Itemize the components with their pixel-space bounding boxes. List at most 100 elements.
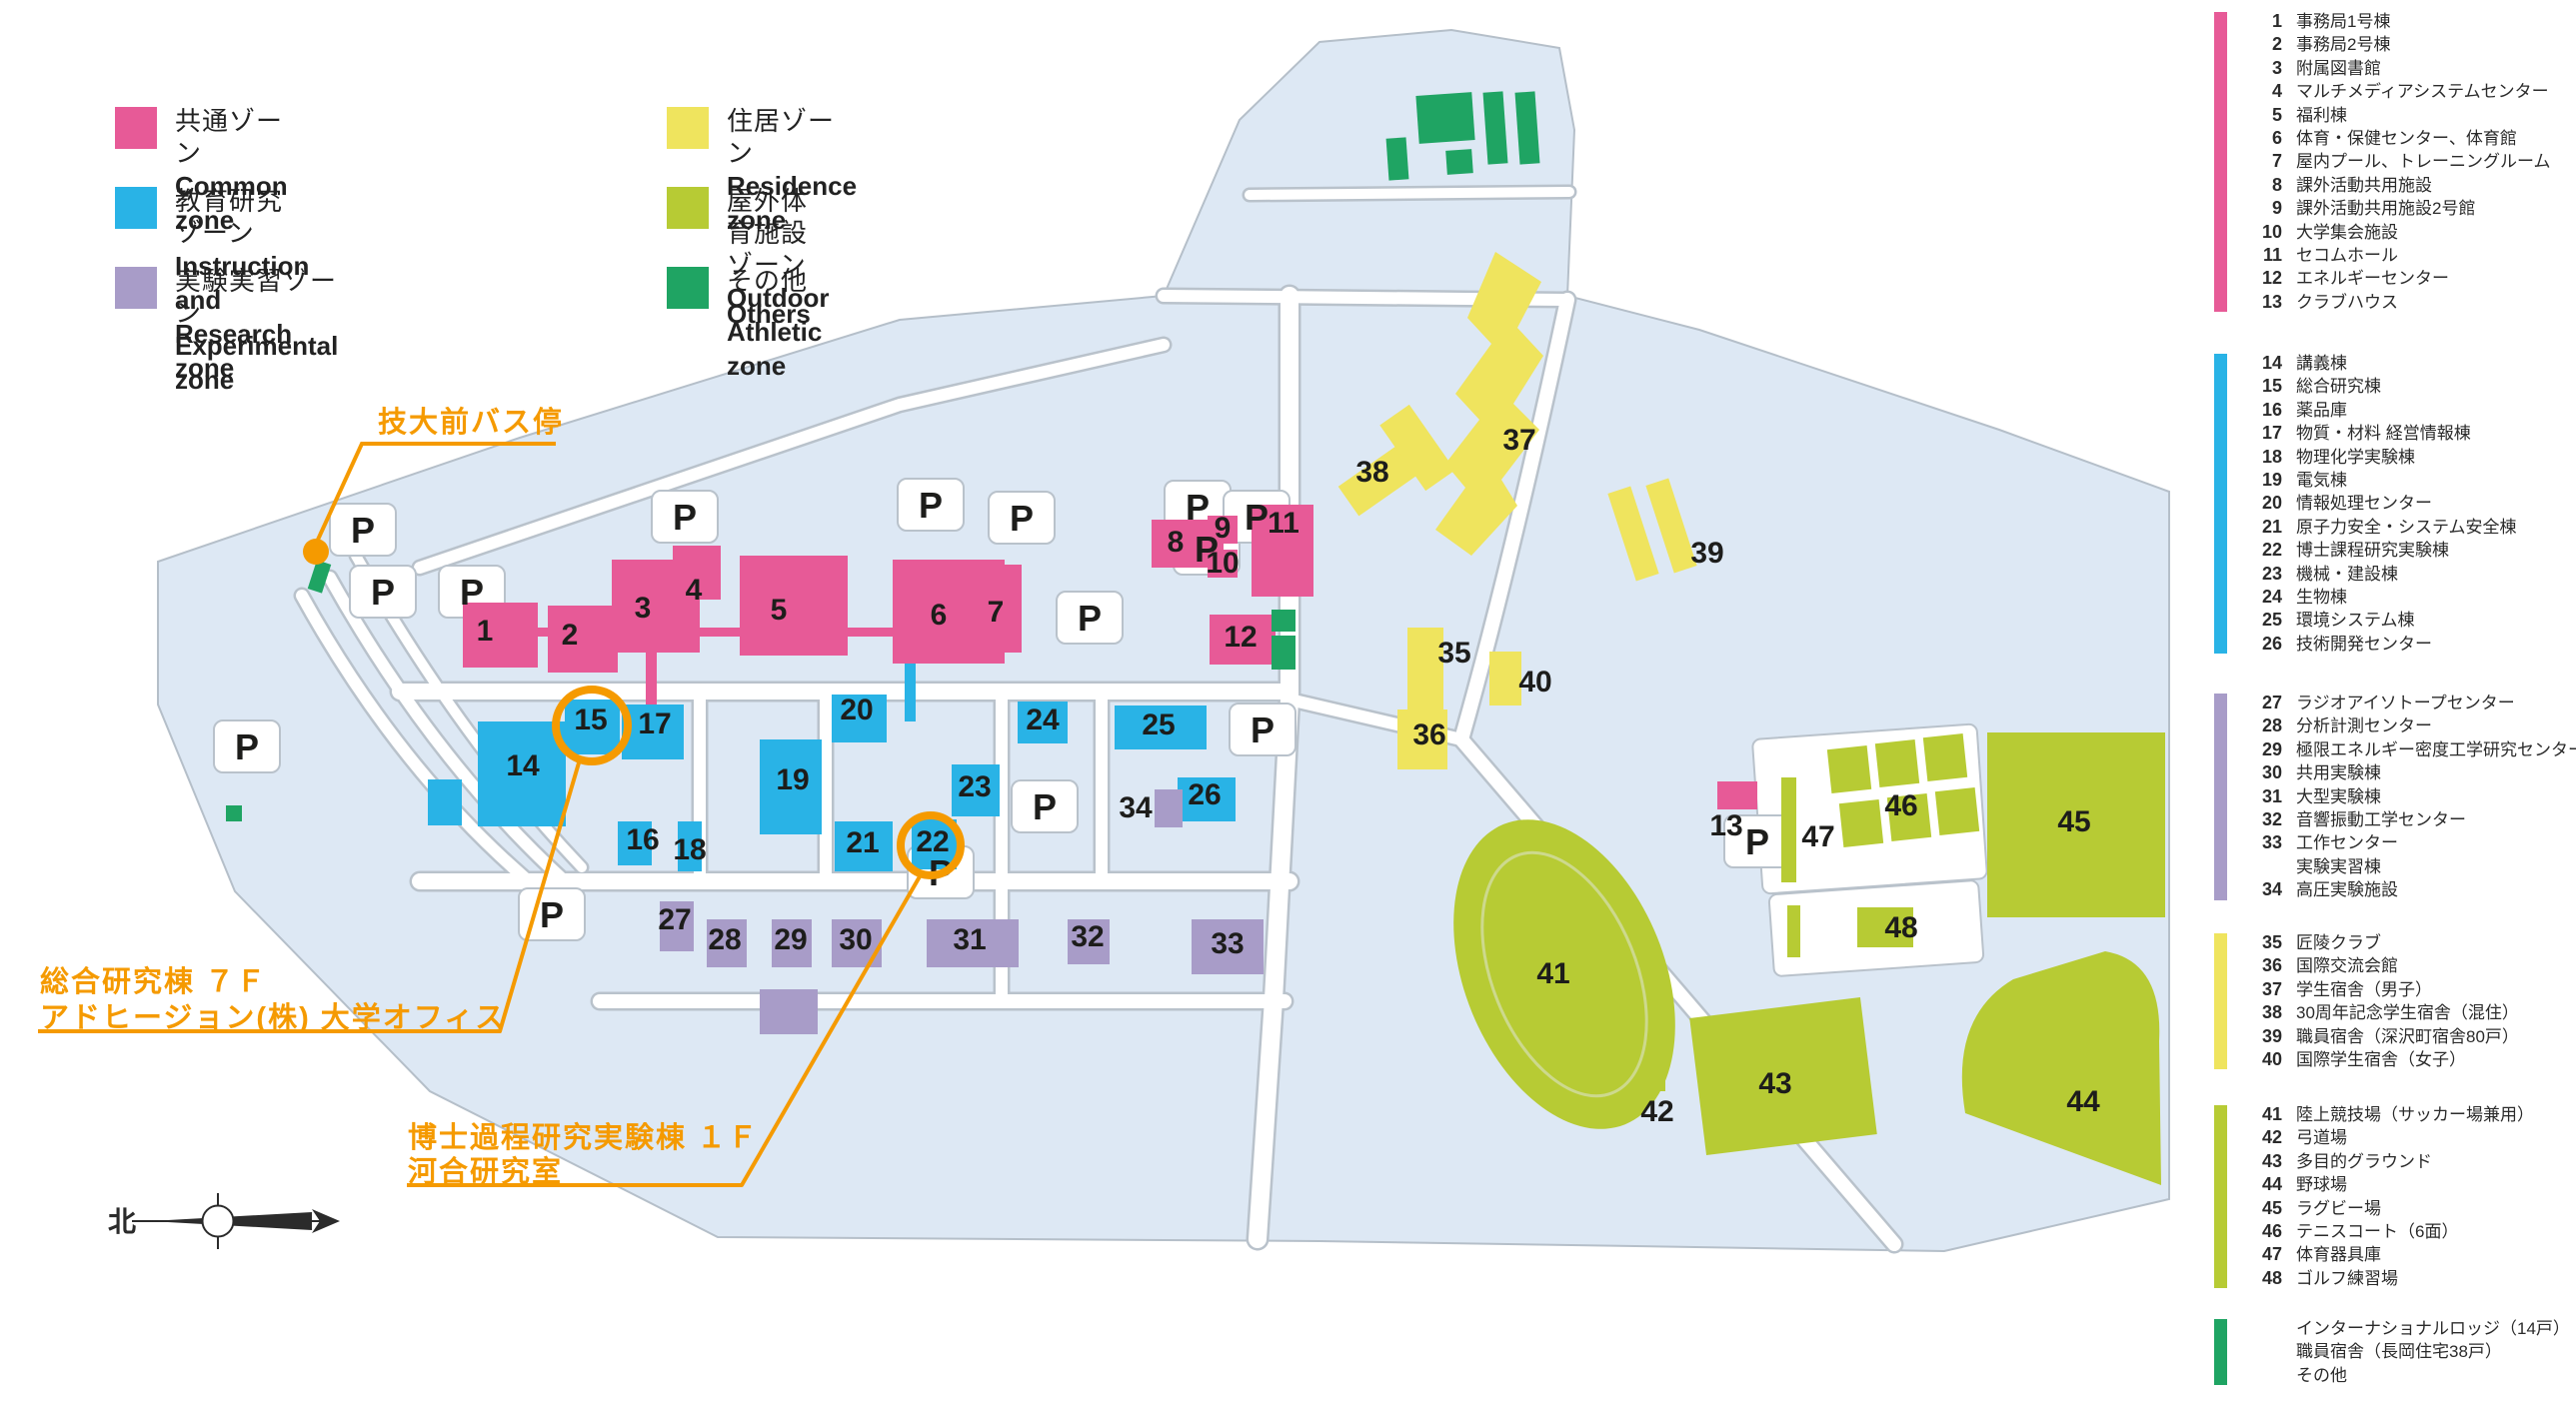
- building-others: [1272, 610, 1295, 632]
- building-number: 48: [2261, 1267, 2282, 1288]
- building-label-6: 6: [931, 599, 948, 632]
- compass-circle: [201, 1204, 235, 1238]
- building-number: 47: [2261, 1244, 2282, 1265]
- building-name: 課外活動共用施設: [2296, 175, 2432, 195]
- building-28: [707, 919, 747, 967]
- building-number: [2240, 1317, 2282, 1340]
- building-25: [1115, 706, 1207, 749]
- building-number: 40: [2261, 1049, 2282, 1070]
- building-label-27: 27: [658, 903, 691, 936]
- building-name: テニスコート（6面）: [2296, 1222, 2459, 1242]
- spacer: [2282, 352, 2296, 375]
- spacer: [2282, 174, 2296, 197]
- building-number: 37: [2261, 978, 2282, 999]
- building-number: 41: [2261, 1104, 2282, 1124]
- building-number: 6: [2271, 128, 2282, 149]
- legend-label-jp: その他: [727, 266, 809, 296]
- building-name: クラブハウス: [2296, 292, 2398, 312]
- building-name: 総合研究棟: [2296, 377, 2381, 397]
- building-name: 国際学生宿舎（女子）: [2296, 1050, 2466, 1070]
- spacer: [2282, 954, 2296, 977]
- building-number: [2240, 1364, 2282, 1387]
- spacer: [2282, 1243, 2296, 1266]
- building-athletic: [1922, 733, 1968, 781]
- building-label-13: 13: [1709, 809, 1742, 842]
- spacer: [2282, 267, 2296, 290]
- building-number: 33: [2261, 832, 2282, 853]
- spacer: [2282, 609, 2296, 632]
- building-label-21: 21: [846, 826, 879, 859]
- zone-color-bar-residence: [2214, 933, 2227, 1070]
- building-name: 原子力安全・システム安全棟: [2296, 517, 2517, 537]
- building-label-19: 19: [776, 763, 809, 796]
- list-item: インターナショナルロッジ（14戸）: [2240, 1317, 2576, 1340]
- list-item-40: 40 国際学生宿舎（女子）: [2240, 1048, 2576, 1071]
- building-number: 9: [2271, 198, 2282, 219]
- building-name: 共用実験棟: [2296, 763, 2381, 783]
- legend-label-jp: 実験実習ゾーン: [175, 266, 338, 328]
- building-name: 30周年記念学生宿舎（混住）: [2296, 1003, 2519, 1023]
- building-41-track-lines: [1480, 850, 1648, 1098]
- spacer: [2282, 1001, 2296, 1024]
- building-name: 大型実験棟: [2296, 786, 2381, 806]
- building-name: 体育・保健センター、体育館: [2296, 129, 2517, 149]
- building-name: 大学集会施設: [2296, 222, 2398, 242]
- building-26: [1178, 777, 1236, 821]
- spacer: [2282, 1173, 2296, 1196]
- spacer: [2282, 197, 2296, 220]
- building-name: エネルギーセンター: [2296, 269, 2449, 289]
- parking-mark-9: P: [1245, 497, 1269, 538]
- building-33: [1192, 919, 1264, 974]
- building-name: 事務局1号棟: [2296, 12, 2391, 31]
- spacer: [2282, 1267, 2296, 1290]
- building-label-14: 14: [506, 749, 540, 782]
- building-18: [678, 821, 702, 871]
- building-label-47: 47: [1801, 820, 1834, 853]
- spacer: [2282, 10, 2296, 33]
- building-name: 体育器具庫: [2296, 1245, 2381, 1265]
- building-label-15: 15: [574, 704, 607, 736]
- spacer: [2282, 1103, 2296, 1126]
- building-number: 24: [2261, 587, 2282, 608]
- building-others: [1385, 137, 1409, 181]
- sidebar-rows: インターナショナルロッジ（14戸）職員宿舎（長岡住宅38戸）その他: [2240, 1317, 2576, 1387]
- building-label-28: 28: [708, 923, 741, 956]
- building-label-29: 29: [774, 923, 807, 956]
- building-34: [1155, 789, 1183, 827]
- building-label-8: 8: [1168, 526, 1185, 559]
- building-47: [1781, 777, 1796, 882]
- building-name: 技術開発センター: [2296, 634, 2432, 654]
- building-39: [1607, 486, 1659, 582]
- office1-label-line-1: 総合研究棟 ７Ｆ: [40, 964, 267, 998]
- building-label-5: 5: [771, 594, 788, 627]
- building-name: 実験実習棟: [2296, 856, 2381, 876]
- spacer: [2282, 633, 2296, 656]
- building-24: [1018, 702, 1068, 743]
- building-number: [2240, 1340, 2282, 1363]
- building-number: 34: [2261, 879, 2282, 900]
- spacer: [2282, 150, 2296, 173]
- building-number: 22: [2261, 540, 2282, 561]
- office1-highlight-circle: [552, 686, 632, 765]
- office2-label-line-2: 河合研究室: [408, 1154, 563, 1188]
- spacer: [2282, 492, 2296, 515]
- building-name: 物理化学実験棟: [2296, 447, 2415, 467]
